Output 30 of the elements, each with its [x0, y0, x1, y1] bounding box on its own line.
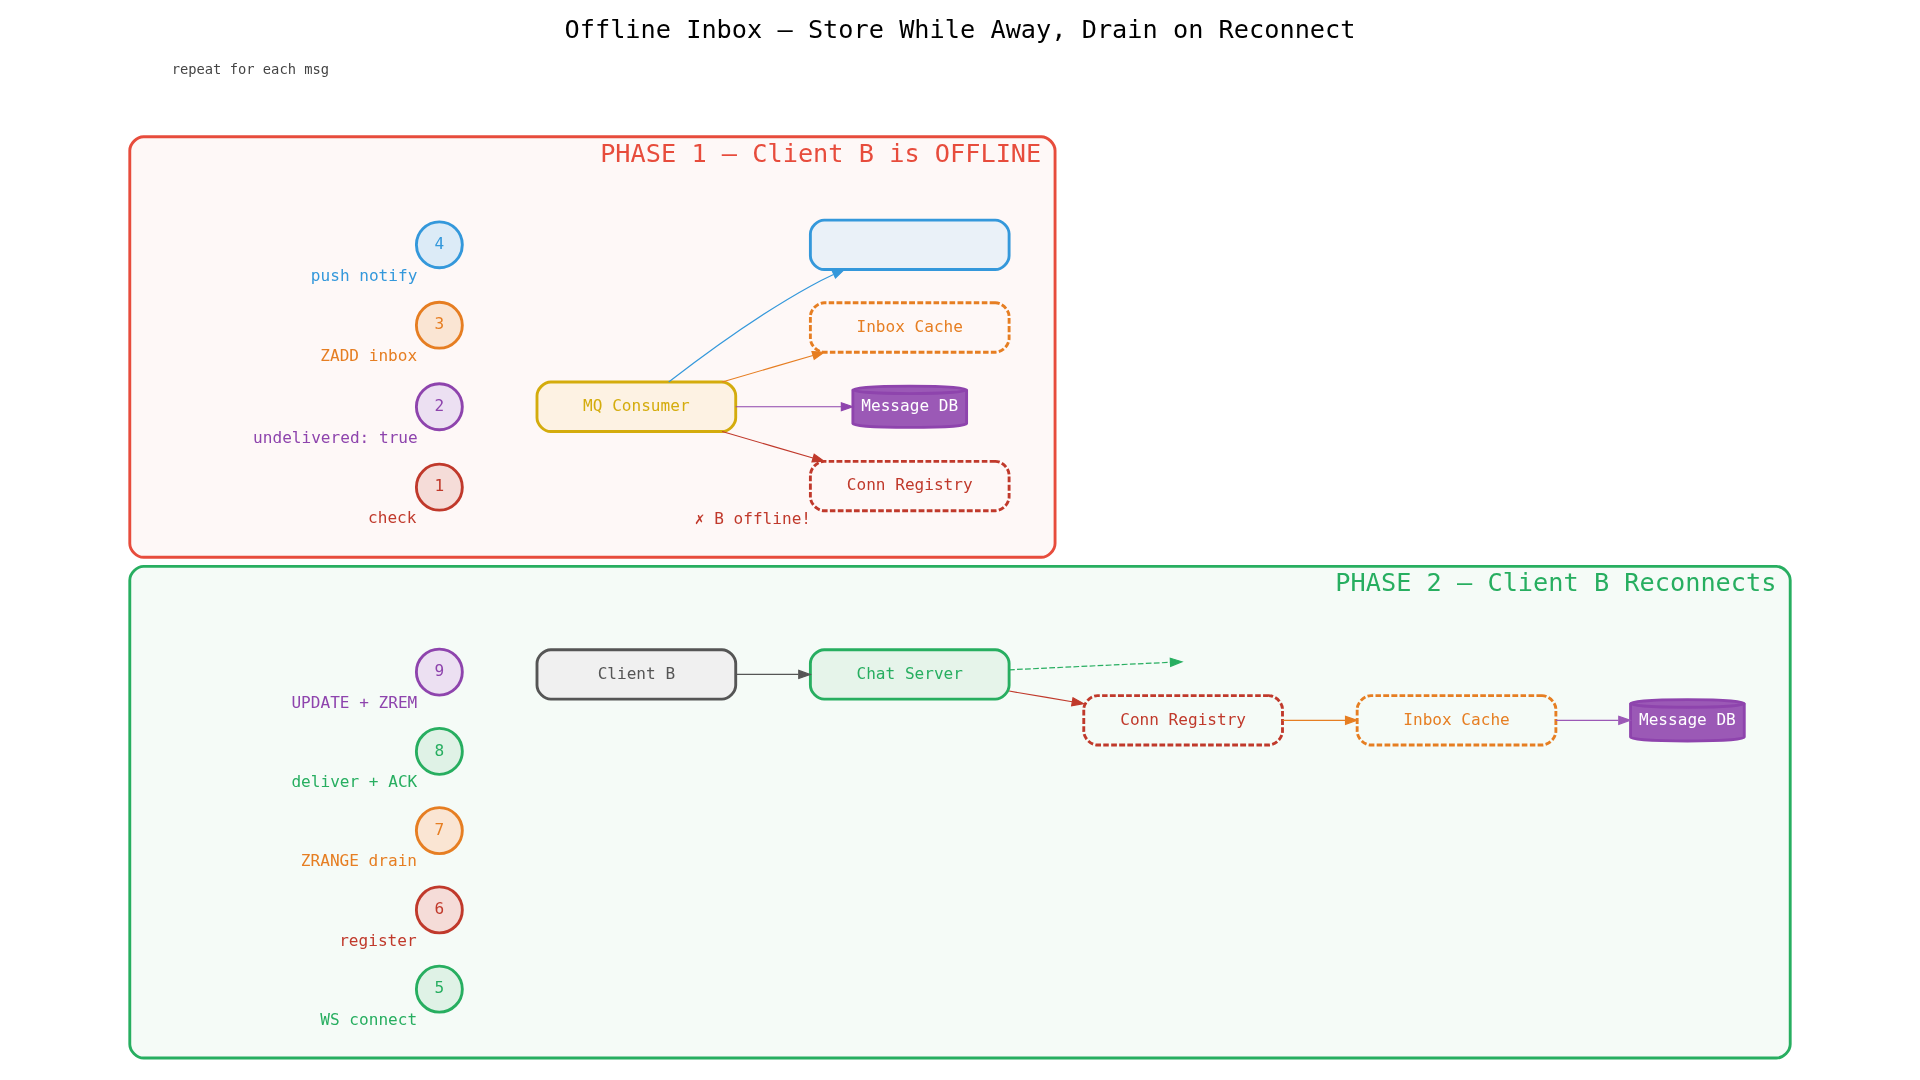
node-circle: 2 [414, 382, 464, 432]
node-circle: 6 [414, 885, 464, 935]
arrow [1555, 715, 1632, 726]
node-circle: 4 [414, 220, 464, 270]
node-box: MQ Consumer [535, 380, 738, 433]
node-box: Conn Registry [808, 459, 1011, 513]
arrow [1008, 657, 1184, 671]
node-box: Conn Registry [1082, 694, 1284, 747]
node-label: register [339, 930, 417, 950]
node-circle: 5 [414, 964, 464, 1014]
node-circle: 3 [414, 300, 464, 350]
node-box: Inbox Cache [808, 301, 1011, 354]
arrow [721, 430, 826, 463]
label: repeat for each msg [171, 60, 330, 77]
node-box: Inbox Cache [1355, 694, 1558, 747]
node-circle: 7 [414, 806, 464, 856]
node-box: Client B [535, 648, 738, 701]
node-box: Chat Server [808, 648, 1011, 701]
node-circle: 8 [414, 726, 464, 776]
node-circle: 1 [414, 462, 464, 512]
node-circle: 9 [414, 647, 464, 697]
arrow [1281, 715, 1359, 726]
diagram-title: Offline Inbox — Store While Away, Drain on Reconnect [564, 14, 1356, 44]
node-label: check [368, 508, 417, 527]
arrow [735, 669, 812, 680]
arrow [1008, 690, 1086, 707]
node-box [808, 218, 1011, 271]
arrow [735, 401, 855, 412]
arrow [668, 268, 846, 383]
arrow [721, 350, 826, 383]
